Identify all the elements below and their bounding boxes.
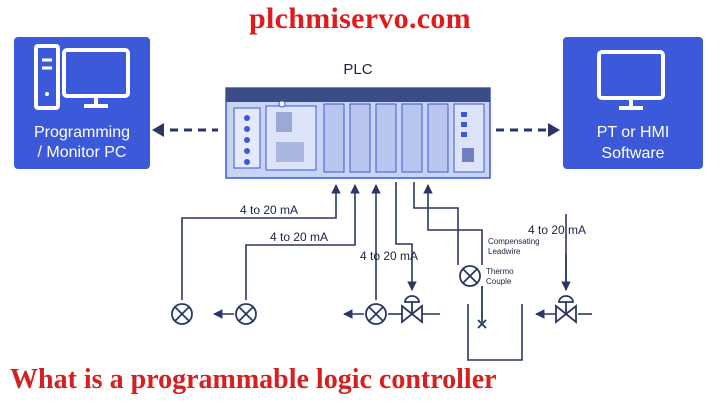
signal-label-3: 4 to 20 mA	[360, 249, 418, 263]
thermo-label: Thermo	[486, 267, 514, 276]
right-box-line1: PT or HMI	[597, 124, 670, 141]
right-box-line2: Software	[601, 145, 664, 162]
signal-label-2: 4 to 20 mA	[270, 230, 328, 244]
lamp-1-icon	[171, 303, 193, 325]
lamp-icon	[171, 303, 387, 325]
left-box-line1: Programming	[34, 124, 130, 141]
valve-1-command	[395, 182, 417, 291]
thermo-signal-wire	[423, 184, 483, 265]
lamp-2-icon	[235, 303, 257, 325]
signal-label-4: 4 to 20 mA	[528, 223, 586, 237]
programming-pc-box: Programming / Monitor PC	[14, 37, 150, 169]
lamp-3-icon	[365, 303, 387, 325]
pc-link-arrow	[152, 123, 218, 137]
hmi-software-box: PT or HMI Software	[563, 37, 703, 169]
site-title: plchmiservo.com	[249, 2, 471, 35]
signal-1-wire	[181, 184, 341, 300]
compensating-label: Compensating	[488, 237, 540, 246]
valve-icon	[401, 295, 577, 324]
field-wiring	[181, 182, 592, 319]
desktop-pc-icon	[34, 44, 130, 110]
plc-label: PLC	[343, 61, 372, 78]
valve-2-icon	[555, 295, 577, 324]
signal-label-1: 4 to 20 mA	[240, 203, 298, 217]
plc-rack	[225, 87, 491, 179]
hmi-link-arrow	[496, 123, 560, 137]
signal-2-wire	[245, 184, 360, 300]
monitor-icon	[597, 50, 665, 110]
left-box-line2: / Monitor PC	[38, 144, 127, 161]
thermo-leadwire	[413, 182, 459, 265]
couple-label: Couple	[486, 277, 512, 286]
leadwire-label: Leadwire	[488, 247, 521, 256]
thermocouple-icon	[459, 265, 523, 361]
page-caption: What is a programmable logic controller	[10, 364, 497, 395]
valve-1-icon	[401, 295, 423, 324]
